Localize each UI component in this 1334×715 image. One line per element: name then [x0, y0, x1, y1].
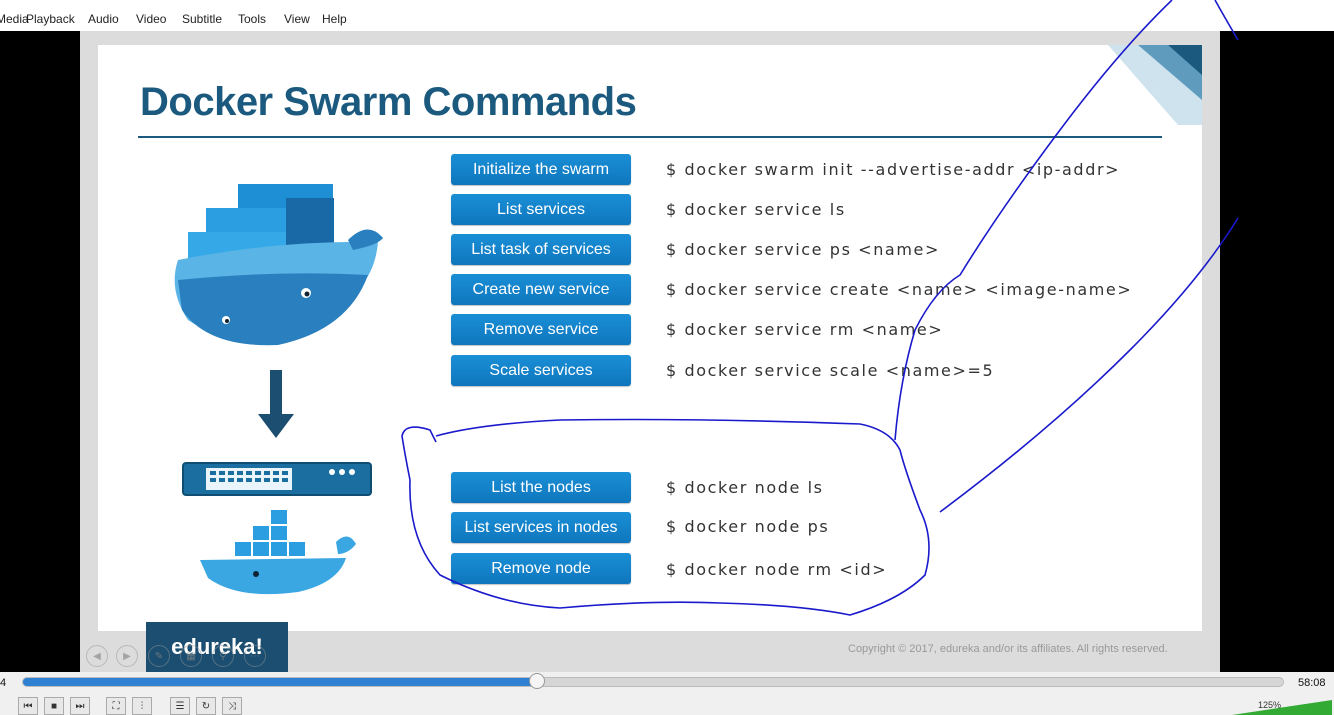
- copyright-text: Copyright © 2017, edureka and/or its aff…: [848, 643, 1168, 655]
- corner-stripes-decoration: [1108, 45, 1202, 125]
- stop-icon[interactable]: ■: [44, 697, 64, 715]
- server-rack-icon: [182, 462, 372, 496]
- loop-icon[interactable]: ↻: [196, 697, 216, 715]
- docker-swarm-whales-illustration: [174, 184, 383, 346]
- next-track-icon[interactable]: ⏭: [70, 697, 90, 715]
- title-divider: [138, 136, 1162, 138]
- list-tasks-command: $ docker service ps <name>: [666, 240, 940, 259]
- menu-tools[interactable]: Tools: [238, 12, 267, 26]
- list-tasks-button: List task of services: [451, 234, 631, 265]
- create-service-button: Create new service: [451, 274, 631, 305]
- total-time: 58:08: [1298, 677, 1326, 689]
- seek-bar-fill: [23, 678, 538, 686]
- menu-video[interactable]: Video: [136, 12, 167, 26]
- slides-grid-icon[interactable]: ▦: [180, 645, 202, 667]
- arrow-down-icon: [258, 370, 294, 438]
- volume-slider[interactable]: [1232, 700, 1332, 715]
- seek-bar[interactable]: [22, 677, 1284, 687]
- list-services-command: $ docker service ls: [666, 200, 846, 219]
- menu-media[interactable]: Media: [0, 12, 29, 26]
- remove-service-button: Remove service: [451, 314, 631, 345]
- elapsed-time: 4: [0, 677, 7, 689]
- more-options-icon[interactable]: ⋯: [244, 645, 266, 667]
- list-nodes-button: List the nodes: [451, 472, 631, 503]
- list-node-services-button: List services in nodes: [451, 512, 631, 543]
- menu-audio[interactable]: Audio: [88, 12, 119, 26]
- remove-service-command: $ docker service rm <name>: [666, 320, 944, 339]
- menu-help[interactable]: Help: [322, 12, 347, 26]
- next-slide-icon[interactable]: ▶: [116, 645, 138, 667]
- remove-node-button: Remove node: [451, 553, 631, 584]
- volume-level: 125%: [1258, 700, 1282, 710]
- remove-node-command: $ docker node rm <id>: [666, 560, 888, 579]
- menu-bar: Media Playback Audio Video Subtitle Tool…: [0, 0, 1334, 31]
- init-swarm-button: Initialize the swarm: [451, 154, 631, 185]
- previous-slide-icon[interactable]: ◀: [86, 645, 108, 667]
- docker-whale-icon: [200, 510, 356, 595]
- init-swarm-command: $ docker swarm init --advertise-addr <ip…: [666, 160, 1121, 179]
- list-nodes-command: $ docker node ls: [666, 478, 824, 497]
- create-service-command: $ docker service create <name> <image-na…: [666, 280, 1133, 299]
- menu-playback[interactable]: Playback: [26, 12, 75, 26]
- list-services-button: List services: [451, 194, 631, 225]
- previous-track-icon[interactable]: ⏮: [18, 697, 38, 715]
- scale-services-button: Scale services: [451, 355, 631, 386]
- zoom-icon[interactable]: ⚲: [212, 645, 234, 667]
- menu-subtitle[interactable]: Subtitle: [182, 12, 223, 26]
- playlist-icon[interactable]: ☰: [170, 697, 190, 715]
- pen-icon[interactable]: ✎: [148, 645, 170, 667]
- shuffle-icon[interactable]: ⤨: [222, 697, 242, 715]
- menu-view[interactable]: View: [284, 12, 310, 26]
- scale-services-command: $ docker service scale <name>=5: [666, 361, 995, 380]
- list-node-services-command: $ docker node ps: [666, 517, 830, 536]
- slide-title: Docker Swarm Commands: [140, 80, 637, 124]
- fullscreen-icon[interactable]: ⛶: [106, 697, 126, 715]
- extended-settings-icon[interactable]: ⫶: [132, 697, 152, 715]
- seek-knob[interactable]: [528, 673, 545, 689]
